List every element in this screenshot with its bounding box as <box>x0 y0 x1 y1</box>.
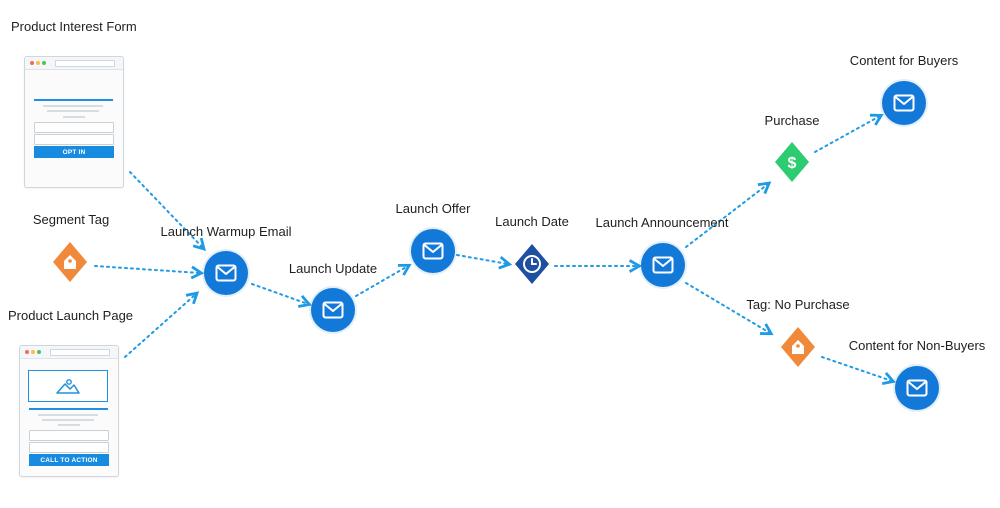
envelope-icon <box>893 94 915 112</box>
segment-tag-label: Segment Tag <box>32 212 110 227</box>
product-interest-form-mockup: OPT IN <box>24 56 124 188</box>
content-for-buyers-node <box>882 81 926 125</box>
connector-warmup-to-update <box>251 283 308 304</box>
envelope-icon <box>422 242 444 260</box>
launch-warmup-email-node <box>204 251 248 295</box>
launch-date-node <box>510 242 554 286</box>
clock-icon <box>515 244 549 284</box>
launch-update-label: Launch Update <box>288 261 378 276</box>
envelope-icon <box>322 301 344 319</box>
launch-offer-node <box>411 229 455 273</box>
content-for-non-buyers-label: Content for Non-Buyers <box>848 338 986 353</box>
connector-tag-to-warmup <box>94 265 200 273</box>
svg-text:$: $ <box>788 155 797 172</box>
product-launch-page-label: Product Launch Page <box>8 308 134 323</box>
form-field <box>29 442 109 453</box>
launch-date-label: Launch Date <box>495 214 569 229</box>
dollar-icon: $ <box>775 142 809 182</box>
purchase-label: Purchase <box>764 113 820 128</box>
launch-offer-label: Launch Offer <box>395 201 471 216</box>
tag-no-purchase-node <box>776 325 820 369</box>
content-for-non-buyers-node <box>895 366 939 410</box>
opt-in-button: OPT IN <box>34 146 114 158</box>
envelope-icon <box>215 264 237 282</box>
connector-update-to-offer <box>355 266 408 297</box>
launch-announcement-node <box>641 243 685 287</box>
envelope-icon <box>906 379 928 397</box>
connector-page-to-warmup <box>124 294 196 358</box>
connector-announcement-to-nopurchase <box>685 282 770 333</box>
form-field <box>29 430 109 441</box>
call-to-action-button: CALL TO ACTION <box>29 454 109 466</box>
segment-tag-node <box>48 240 92 284</box>
tag-icon <box>53 242 87 282</box>
connector-offer-to-date <box>456 254 508 264</box>
image-placeholder-icon <box>28 370 108 402</box>
product-interest-form-label: Product Interest Form <box>11 19 137 34</box>
connector-form-to-warmup <box>129 171 203 248</box>
envelope-icon <box>652 256 674 274</box>
form-field <box>34 122 114 133</box>
purchase-node: $ <box>770 140 814 184</box>
browser-toolbar <box>25 57 123 70</box>
launch-warmup-email-label: Launch Warmup Email <box>160 224 292 239</box>
tag-icon <box>781 327 815 367</box>
browser-toolbar <box>20 346 118 359</box>
form-field <box>34 134 114 145</box>
tag-no-purchase-label: Tag: No Purchase <box>746 297 850 312</box>
launch-update-node <box>311 288 355 332</box>
connector-purchase-to-buyers <box>814 116 880 153</box>
connector-nopurchase-to-nonbuyers <box>821 356 892 381</box>
launch-announcement-label: Launch Announcement <box>595 215 729 230</box>
product-launch-page-mockup: CALL TO ACTION <box>19 345 119 477</box>
content-for-buyers-label: Content for Buyers <box>849 53 959 68</box>
connector-announcement-to-purchase <box>685 184 768 248</box>
